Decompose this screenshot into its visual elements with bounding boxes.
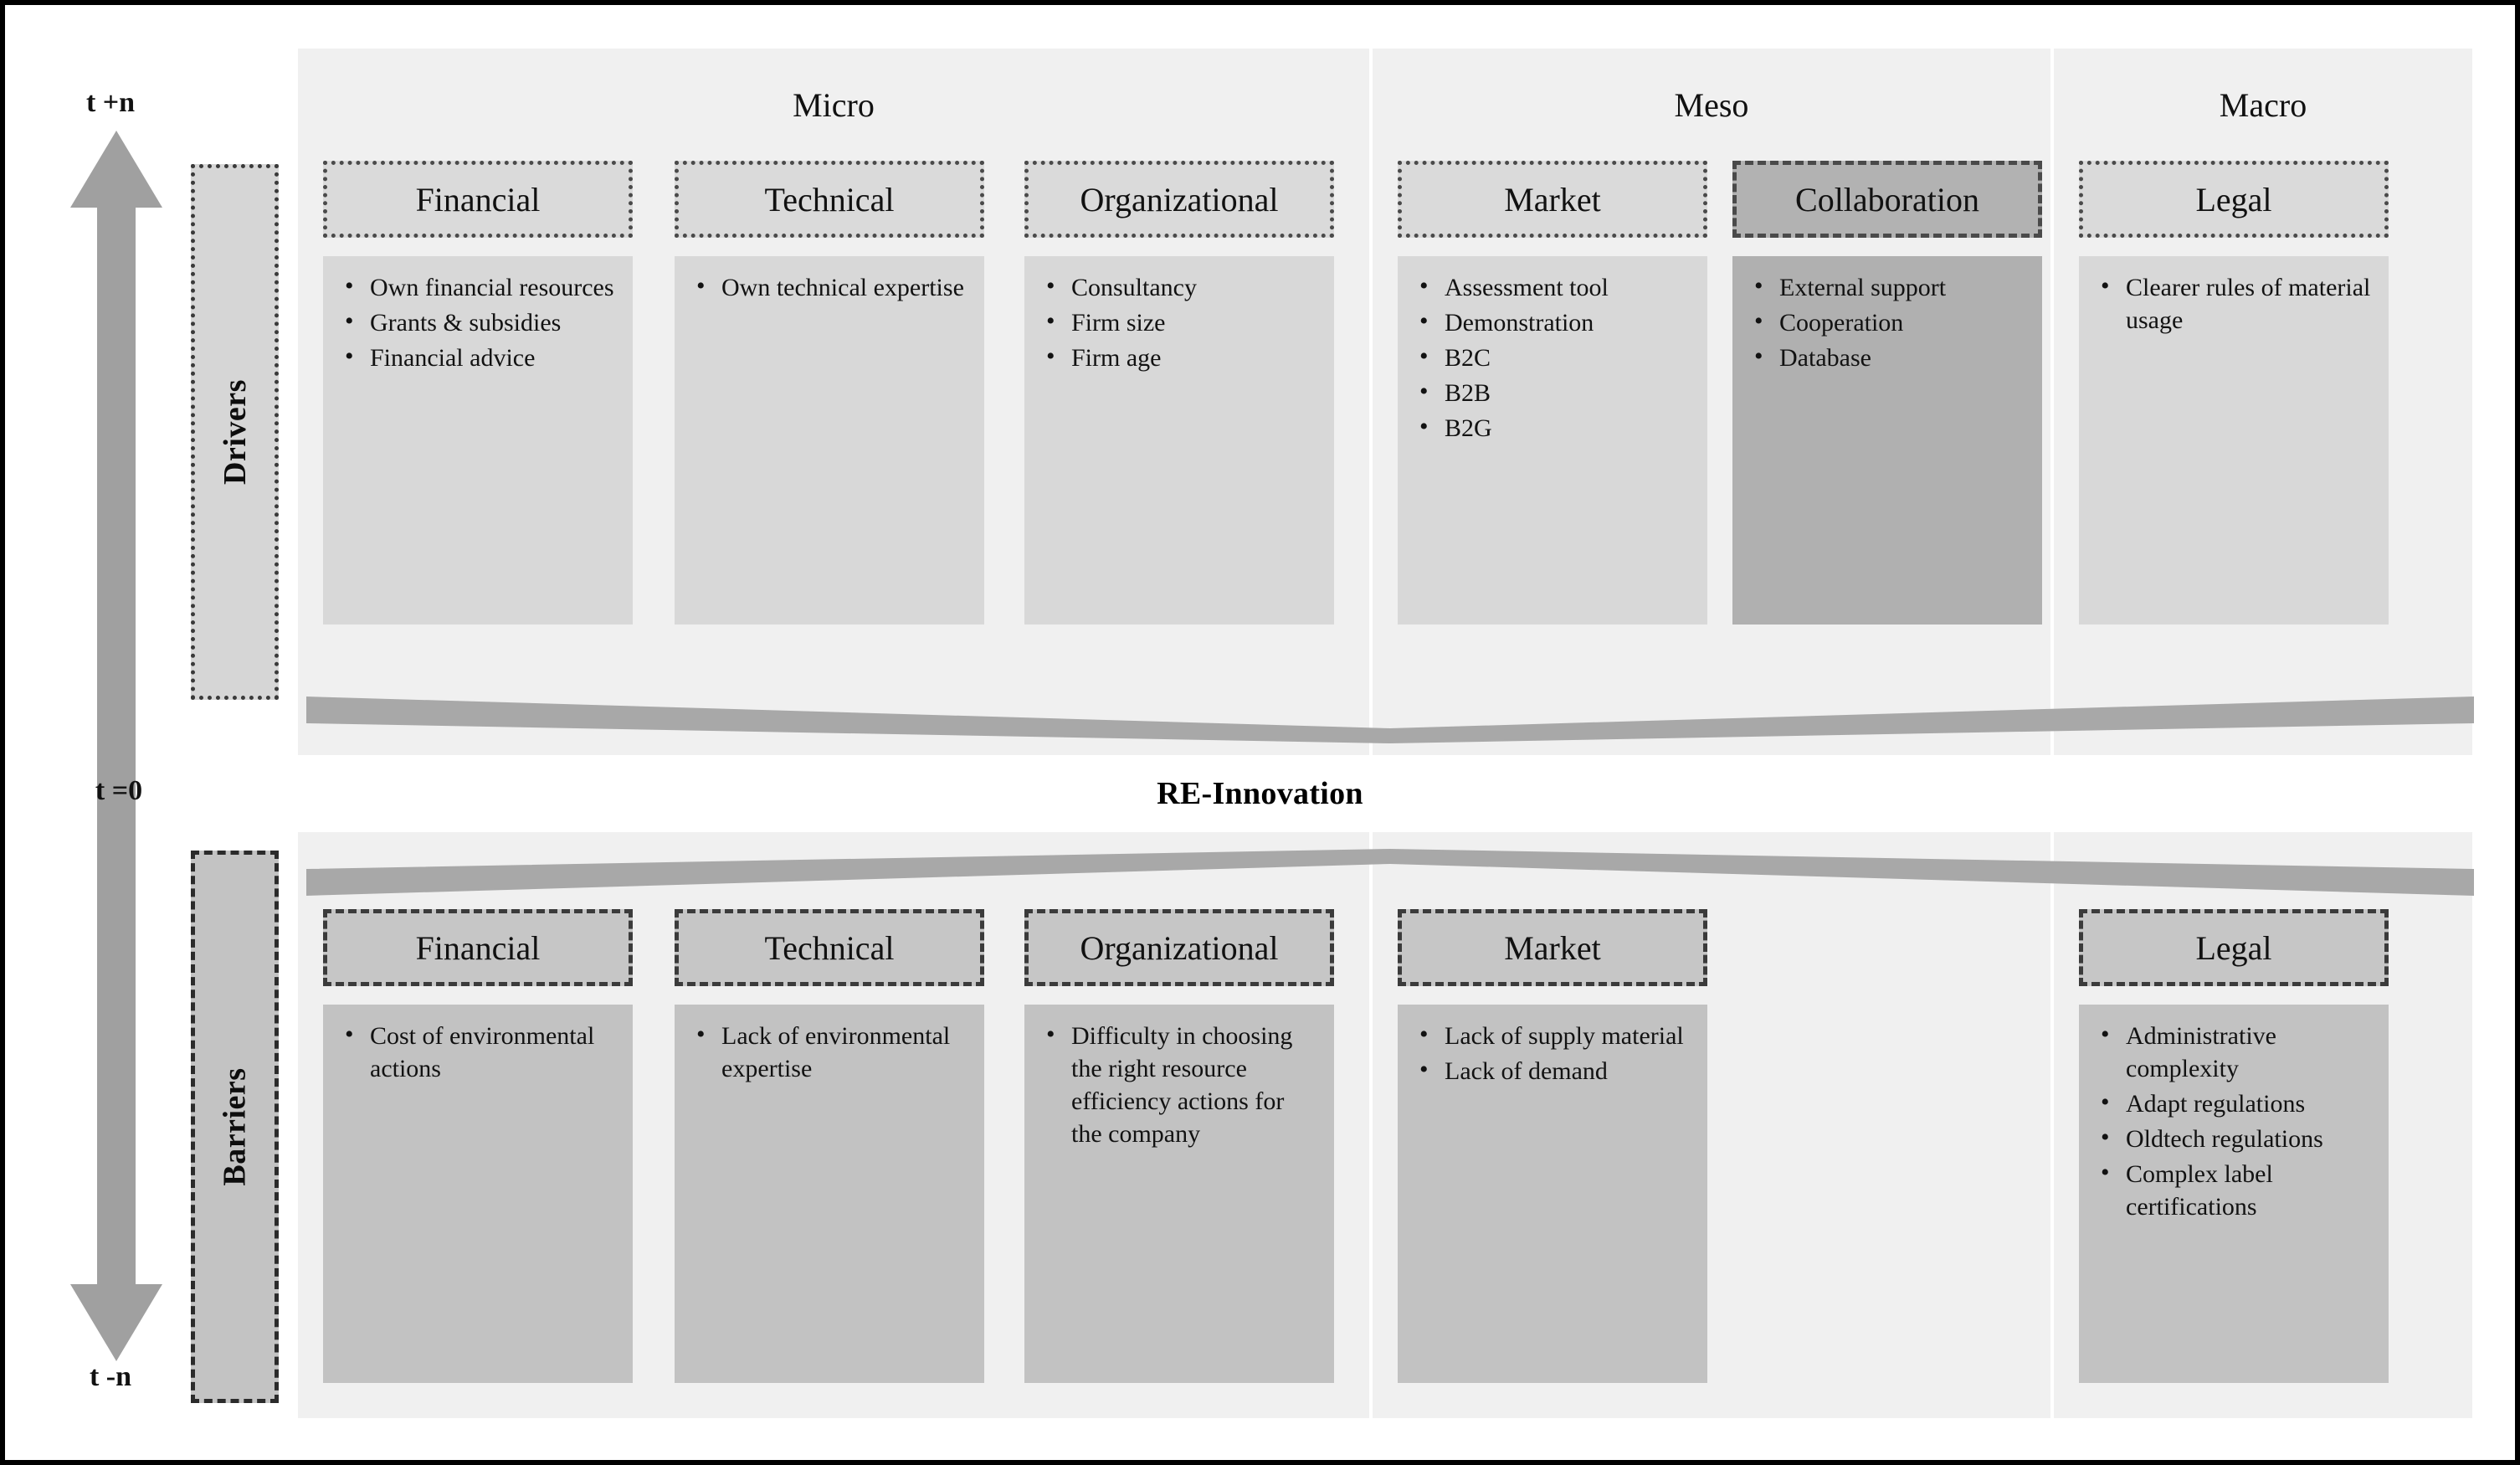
card-body: Own technical expertise — [675, 256, 984, 625]
card-title: Organizational — [1024, 161, 1334, 238]
bullet-list: ConsultancyFirm sizeFirm age — [1033, 270, 1321, 374]
bullet-item: Clearer rules of material usage — [2101, 270, 2375, 337]
bullet-item: Lack of environmental expertise — [696, 1018, 971, 1085]
card-driver-market[interactable]: Market Assessment toolDemonstrationB2CB2… — [1398, 161, 1707, 625]
bullet-item: B2G — [1419, 410, 1694, 445]
bullet-item: External support — [1754, 270, 2029, 304]
level-title-macro: Macro — [2219, 86, 2307, 124]
bullet-item: Cooperation — [1754, 305, 2029, 339]
drivers-band: Drivers — [191, 164, 279, 700]
barriers-band-label: Barriers — [217, 1067, 253, 1186]
time-label-mid: t =0 — [95, 775, 143, 806]
card-body: Lack of supply materialLack of demand — [1398, 1005, 1707, 1383]
card-barrier-technical[interactable]: Technical Lack of environmental expertis… — [675, 909, 984, 1383]
card-title: Financial — [323, 909, 633, 986]
drivers-band-label: Drivers — [217, 379, 253, 485]
bullet-item: Administrative complexity — [2101, 1018, 2375, 1085]
bullet-list: Lack of environmental expertise — [683, 1018, 971, 1085]
bullet-item: Adapt regulations — [2101, 1086, 2375, 1120]
bullet-item: B2C — [1419, 340, 1694, 374]
bullet-list: Clearer rules of material usage — [2087, 270, 2375, 337]
bullet-list: Lack of supply materialLack of demand — [1406, 1018, 1694, 1087]
card-barrier-organizational[interactable]: Organizational Difficulty in choosing th… — [1024, 909, 1334, 1383]
time-axis: t +n t =0 t -n — [38, 55, 189, 1411]
card-title: Technical — [675, 161, 984, 238]
bullet-list: Assessment toolDemonstrationB2CB2BB2G — [1406, 270, 1694, 445]
card-body: Administrative complexityAdapt regulatio… — [2079, 1005, 2389, 1383]
time-arrow-group — [70, 131, 162, 1361]
funnel-barriers-icon — [306, 849, 2474, 896]
barriers-band: Barriers — [191, 851, 279, 1403]
bullet-item: Firm age — [1046, 340, 1321, 374]
bullet-list: External supportCooperationDatabase — [1741, 270, 2029, 374]
card-title: Technical — [675, 909, 984, 986]
arrow-up-icon — [70, 131, 162, 746]
bullet-item: Complex label certifications — [2101, 1156, 2375, 1223]
card-barrier-legal[interactable]: Legal Administrative complexityAdapt reg… — [2079, 909, 2389, 1383]
bullet-list: Administrative complexityAdapt regulatio… — [2087, 1018, 2375, 1223]
card-driver-collaboration[interactable]: Collaboration External supportCooperatio… — [1732, 161, 2042, 625]
card-body: Clearer rules of material usage — [2079, 256, 2389, 625]
card-title: Market — [1398, 909, 1707, 986]
card-title: Financial — [323, 161, 633, 238]
card-body: Own financial resourcesGrants & subsidie… — [323, 256, 633, 625]
center-label-re-innovation: RE-Innovation — [1157, 776, 1363, 811]
bullet-item: Oldtech regulations — [2101, 1121, 2375, 1155]
time-label-bottom: t -n — [89, 1361, 132, 1392]
card-driver-organizational[interactable]: Organizational ConsultancyFirm sizeFirm … — [1024, 161, 1334, 625]
arrow-down-icon — [70, 746, 162, 1361]
bullet-item: Own technical expertise — [696, 270, 971, 304]
level-title-meso: Meso — [1674, 86, 1749, 124]
bullet-item: Cost of environmental actions — [345, 1018, 619, 1085]
card-title: Organizational — [1024, 909, 1334, 986]
card-body: Difficulty in choosing the right resourc… — [1024, 1005, 1334, 1383]
card-body: ConsultancyFirm sizeFirm age — [1024, 256, 1334, 625]
card-driver-financial[interactable]: Financial Own financial resourcesGrants … — [323, 161, 633, 625]
bullet-item: Lack of supply material — [1419, 1018, 1694, 1052]
bullet-item: Grants & subsidies — [345, 305, 619, 339]
bullet-list: Own technical expertise — [683, 270, 971, 304]
card-barrier-financial[interactable]: Financial Cost of environmental actions — [323, 909, 633, 1383]
level-title-micro: Micro — [793, 86, 875, 124]
bullet-list: Own financial resourcesGrants & subsidie… — [331, 270, 619, 374]
bullet-item: Financial advice — [345, 340, 619, 374]
card-body: Cost of environmental actions — [323, 1005, 633, 1383]
bullet-item: Assessment tool — [1419, 270, 1694, 304]
card-title: Market — [1398, 161, 1707, 238]
bullet-item: Firm size — [1046, 305, 1321, 339]
card-title: Legal — [2079, 909, 2389, 986]
bullet-item: Own financial resources — [345, 270, 619, 304]
bullet-item: Demonstration — [1419, 305, 1694, 339]
card-body: External supportCooperationDatabase — [1732, 256, 2042, 625]
bullet-item: Lack of demand — [1419, 1053, 1694, 1087]
card-driver-technical[interactable]: Technical Own technical expertise — [675, 161, 984, 625]
card-driver-legal[interactable]: Legal Clearer rules of material usage — [2079, 161, 2389, 625]
bullet-list: Difficulty in choosing the right resourc… — [1033, 1018, 1321, 1150]
card-barrier-market[interactable]: Market Lack of supply materialLack of de… — [1398, 909, 1707, 1383]
card-title: Legal — [2079, 161, 2389, 238]
card-body: Lack of environmental expertise — [675, 1005, 984, 1383]
funnel-drivers-icon — [306, 697, 2474, 743]
bullet-item: Database — [1754, 340, 2029, 374]
bullet-item: Consultancy — [1046, 270, 1321, 304]
card-body: Assessment toolDemonstrationB2CB2BB2G — [1398, 256, 1707, 625]
time-label-top: t +n — [85, 87, 136, 118]
bullet-item: Difficulty in choosing the right resourc… — [1046, 1018, 1321, 1150]
card-title: Collaboration — [1732, 161, 2042, 238]
bullet-list: Cost of environmental actions — [331, 1018, 619, 1085]
bullet-item: B2B — [1419, 375, 1694, 409]
